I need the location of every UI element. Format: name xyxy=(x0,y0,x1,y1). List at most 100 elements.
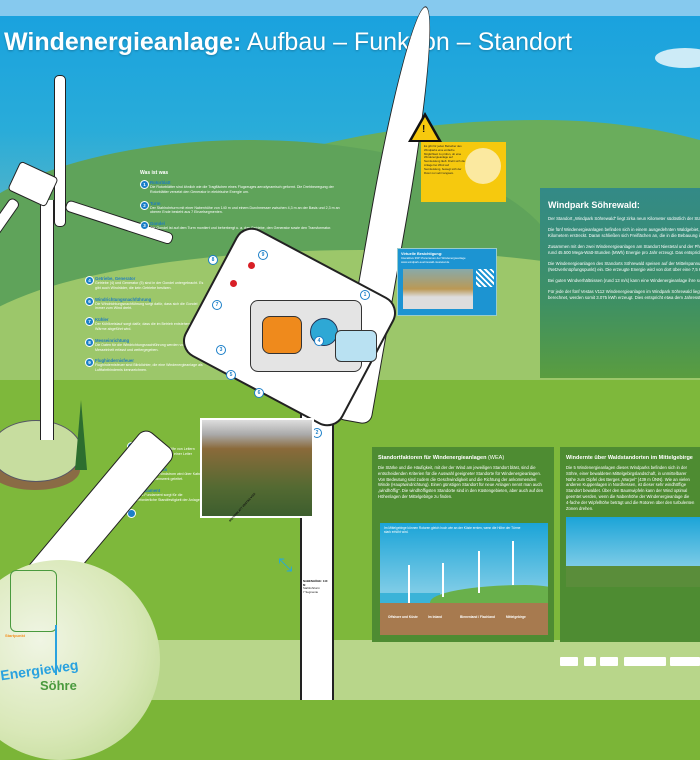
windpark-paragraph: Der Standort „Windpark Söhrewald“ liegt … xyxy=(548,216,700,221)
windernte-line: Standort bewaldet. Über den Baumwipfeln … xyxy=(566,488,688,494)
windpark-panel: Windpark Söhrewald: Der Standort „Windpa… xyxy=(540,188,700,378)
top-band xyxy=(0,0,700,16)
windernte-line: 4-fache der Wipfelhöhe beträgt und die R… xyxy=(566,499,695,505)
generator-icon xyxy=(262,316,302,354)
tree-icon xyxy=(75,400,87,470)
warning-sign-fill xyxy=(412,117,438,140)
callout-9: 9 xyxy=(258,250,268,260)
number-badge: 9 xyxy=(85,358,94,368)
tower-spec-heading: NABENHÖHE: 140 M xyxy=(303,579,328,587)
exclamation-icon: ! xyxy=(422,124,426,135)
cloud-shape xyxy=(655,48,700,68)
number-badge: 6 xyxy=(85,296,94,306)
windernte-panel: Windernte über Waldstandorten im Mittelg… xyxy=(560,447,700,642)
turbine-icon xyxy=(442,563,444,597)
start-label: Startpunkt xyxy=(5,633,25,638)
legend-item-title: Gondel xyxy=(150,221,165,227)
callout-4: 4 xyxy=(314,336,324,346)
virtual-tour-text: Interaktive 360°-Panoramen der Windenerg… xyxy=(401,256,466,260)
number-badge xyxy=(127,508,136,518)
number-badge: 8 xyxy=(85,337,94,347)
virtual-tour-box: Virtuelle Besichtigung: Interaktive 360°… xyxy=(397,248,497,316)
aerial-forest-photo xyxy=(200,418,314,518)
callout-3: 3 xyxy=(216,345,226,355)
forest-diagram xyxy=(566,517,700,588)
callout-5: 5 xyxy=(226,370,236,380)
energieweg-subtitle: Söhre xyxy=(40,678,77,693)
number-badge: 2 xyxy=(140,200,149,210)
number-badge: 7 xyxy=(85,317,94,327)
legend-heading: Was ist was xyxy=(140,170,169,176)
heading-text: Standortfaktoren für Windenergieanlagen xyxy=(378,455,487,461)
number-badge: 1 xyxy=(140,180,149,189)
sponsor-logo xyxy=(584,657,596,666)
legend-item-title: Messeinrichtung xyxy=(95,337,130,343)
callout-6: 6 xyxy=(254,388,264,398)
number-badge: 4 xyxy=(85,276,94,285)
rotation-arrow-icon: ⤡ xyxy=(278,555,293,575)
legend-item-title: Flughindernisfeuer xyxy=(95,358,134,364)
legend-item-text: Das Fundament sorgt für die erforderlich… xyxy=(137,492,201,502)
legend-item-title: Kühler xyxy=(95,317,109,323)
standortfaktoren-text: Die Stärke und die Häufigkeit, mit der d… xyxy=(378,465,544,499)
windernte-line: Söhre, einer bewaldeten Mittelgebirgslan… xyxy=(566,470,687,476)
windpark-heading: Windpark Söhrewald: xyxy=(548,200,640,210)
virtual-tour-url[interactable]: www.windpark-soehrewald-niestetal.de xyxy=(401,260,450,264)
windernte-line: Zonen drehen. xyxy=(566,505,594,511)
legend-item-text: Der erzeugte Windstrom wird über Kabel i… xyxy=(137,472,202,482)
windernte-line: Nähe zum Gipfel des Berges „Warpel“ (439… xyxy=(566,476,690,482)
diagram-label: Offshore und Küste xyxy=(388,615,418,619)
number-badge: 3 xyxy=(140,221,149,231)
climber-photo xyxy=(403,269,473,309)
legend-item-text: Der Kühlkreislauf sorgt dafür, dass die … xyxy=(95,322,194,331)
heading-suffix: (WEA) xyxy=(486,455,505,461)
windernte-line: Die 5 Windenergieanlagen dieses Windpark… xyxy=(566,465,688,470)
legend-item-title: Windrichtungsnachführung xyxy=(95,296,152,302)
site-comparison-diagram: Im Mittelgebirge können Rotoren gleich h… xyxy=(380,523,548,635)
legend-item-text: Die Rotorblätter sind ähnlich wie die Tr… xyxy=(150,185,334,194)
callout-8: 8 xyxy=(208,255,218,265)
turbine-logo-icon xyxy=(55,625,57,675)
windpark-paragraph: Die Windenergieanlagen des Standorts Söh… xyxy=(548,261,700,272)
legend-item-text: Der Stahlrohrturm mit einer Nabenhöhe vo… xyxy=(150,205,340,215)
rotor-hub xyxy=(335,330,377,362)
small-turbine-tower xyxy=(40,200,54,440)
legend-item-text: Die Gondel ist auf dem Turm montiert und… xyxy=(150,226,332,231)
tower-spec-line: Stahlrohrturm xyxy=(303,586,320,591)
page-title: Windenergieanlage: Aufbau – Funktion – S… xyxy=(4,28,572,57)
turbine-icon xyxy=(512,541,514,585)
sponsor-logo xyxy=(600,657,618,666)
callout-7: 7 xyxy=(212,300,222,310)
sponsor-logo xyxy=(670,657,700,666)
turbine-icon xyxy=(478,551,480,593)
qr-code-icon[interactable] xyxy=(476,269,494,287)
legend-item-text: Getriebe (4) und Generator (5) sind in d… xyxy=(95,281,204,290)
diagram-label: Binnenland / Flachland xyxy=(460,615,495,619)
legend-item-title: Turm xyxy=(150,200,161,206)
route-path xyxy=(10,570,57,632)
title-bold: Windenergieanlage: xyxy=(4,28,242,56)
diagram-caption: Im Mittelgebirge können Rotoren gleich h… xyxy=(384,526,521,534)
tower-spec-line: 7 Segmente xyxy=(303,589,319,594)
legend-item-text: Flughindernisfeuer sind Blinklichter, di… xyxy=(95,363,203,373)
sponsor-logo xyxy=(560,657,578,666)
windpark-paragraph: Für jede der fünf Vestas V112 Windenergi… xyxy=(548,289,700,300)
soil-shape xyxy=(380,603,548,635)
legend-item-text: Die Windrichtungsnachführung sorgt dafür… xyxy=(95,301,198,311)
legend-item-title: Fundament xyxy=(137,487,161,493)
turbine-sun-graphic xyxy=(465,148,501,184)
legend-item-title: Rotorblatt xyxy=(150,180,171,185)
info-text: Es gibt für jeden Betreiber des Windpark… xyxy=(424,144,466,175)
aviation-light-icon xyxy=(248,262,255,269)
windpark-paragraph: Zusammen mit den zwei Windenergieanlagen… xyxy=(548,244,700,255)
diagram-label: Im Inland xyxy=(428,615,442,619)
turbine-icon xyxy=(408,565,410,603)
